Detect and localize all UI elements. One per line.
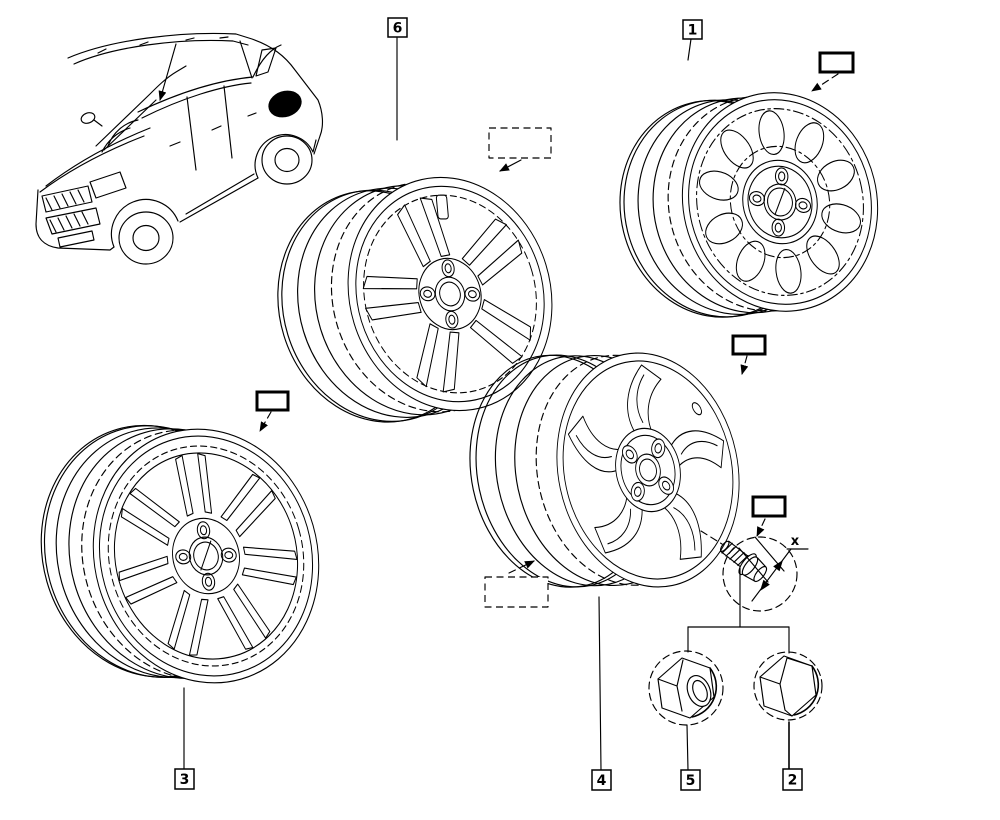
callout-2-label: 2 (788, 773, 798, 789)
callout-3-label: 3 (180, 772, 190, 788)
placeholder-box-wheel4 (484, 576, 549, 608)
callout-4-label: 4 (597, 773, 607, 789)
dimension-x: x (738, 534, 809, 602)
callout-3[interactable]: 3 (174, 768, 195, 790)
cap-group-connector (687, 567, 790, 654)
wheel-6-alloy-twin-five-spoke (277, 176, 553, 423)
highlight-spot (268, 90, 302, 118)
wheel-bolt-assembly: x (700, 530, 809, 612)
dimension-label: x (791, 534, 800, 549)
label-marker-bolt (751, 495, 787, 518)
callout-6-label: 6 (393, 21, 403, 37)
valve-stem-detail (435, 194, 449, 220)
bolt-detail-circle (722, 536, 798, 612)
callout-4[interactable]: 4 (591, 769, 612, 791)
placeholder-box-wheel6 (488, 127, 552, 159)
valve-hole (691, 402, 702, 416)
vehicle-pointer-arrow (158, 43, 177, 101)
label-marker-wheel4 (731, 334, 767, 356)
wheel-3-alloy-multi-spoke (40, 424, 320, 684)
dashed-placeholders (484, 127, 552, 608)
callout-5[interactable]: 5 (680, 769, 701, 791)
callout-1-label: 1 (688, 23, 698, 39)
callout-2[interactable]: 2 (782, 768, 803, 791)
label-marker-wheel3 (255, 390, 290, 412)
leader-lines (183, 37, 790, 771)
wheel-1-steel (619, 92, 879, 318)
callout-5-label: 5 (686, 773, 696, 789)
wheel-bolt (720, 540, 768, 583)
vehicle-illustration (35, 32, 324, 265)
bolt-cap-closed (753, 651, 823, 721)
label-marker-wheel1 (818, 51, 855, 74)
bolt-cap-open (648, 650, 724, 726)
callout-1[interactable]: 1 (682, 19, 703, 40)
sticker-markers (255, 51, 855, 537)
callout-boxes: 6 1 3 4 5 2 (174, 17, 803, 791)
callout-6[interactable]: 6 (387, 17, 408, 38)
wheel-4-alloy-directional (469, 352, 740, 588)
